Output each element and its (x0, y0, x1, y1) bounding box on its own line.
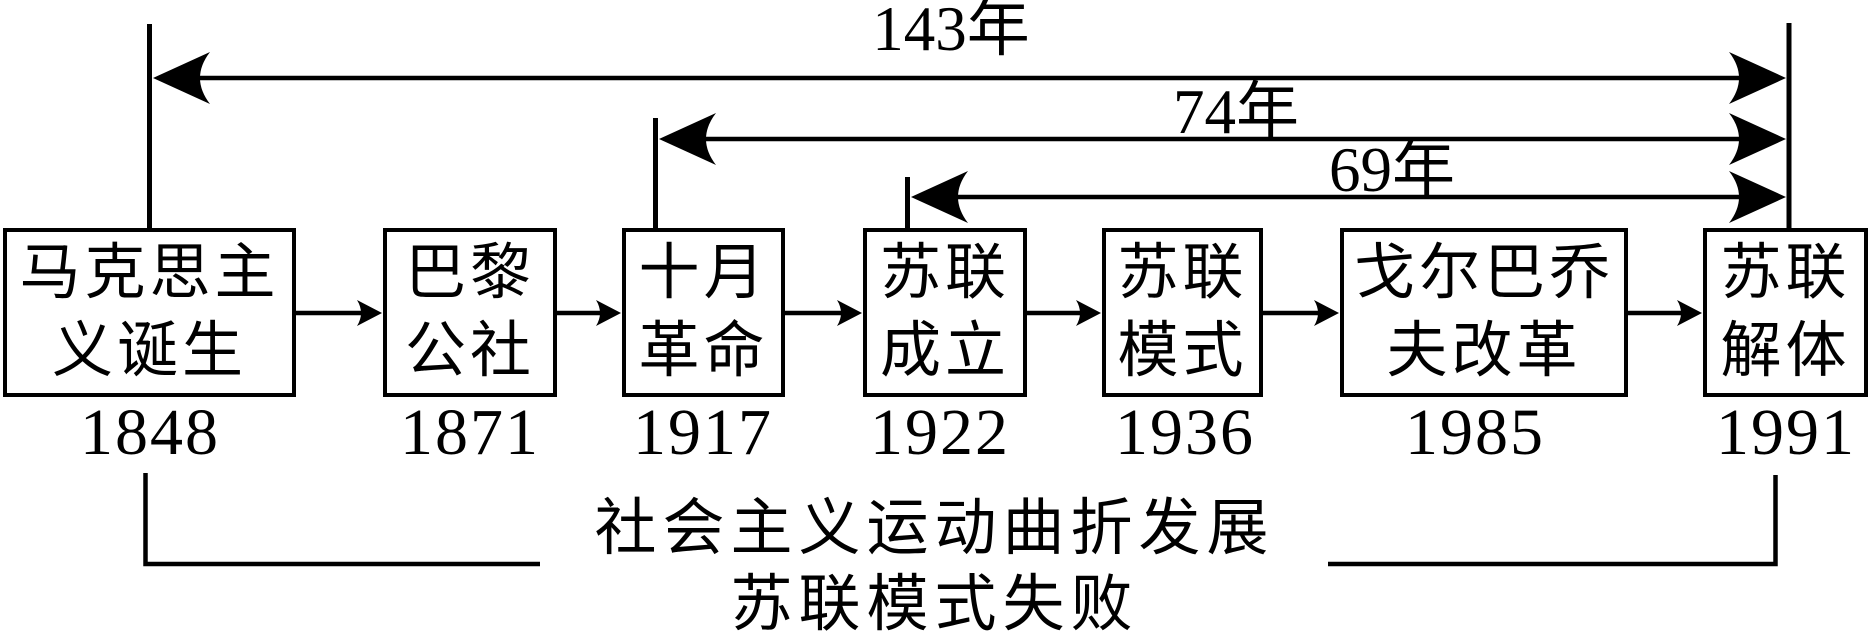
event-text-line: 夫改革 (1386, 317, 1582, 385)
event-box-paris-commune: 巴黎 公社 (383, 228, 557, 397)
caption-soviet-model-failure: 苏联模式失败 (730, 571, 1139, 638)
span-arrow-69-years (911, 171, 1786, 223)
event-text-line: 模式 (1117, 317, 1248, 385)
year-label-1991: 1991 (1716, 396, 1856, 469)
event-text-line: 义诞生 (51, 317, 247, 385)
year-label-1917: 1917 (633, 396, 773, 469)
event-text-line: 苏联 (879, 239, 1010, 307)
year-label-1922: 1922 (870, 396, 1010, 469)
event-box-ussr-founded: 苏联 成立 (863, 228, 1027, 397)
year-label-1848: 1848 (80, 396, 220, 469)
event-box-soviet-model: 苏联 模式 (1102, 228, 1263, 397)
span-label-143-years: 143年 (872, 0, 1030, 64)
event-box-marxism-born: 马克思主 义诞生 (3, 228, 296, 397)
span-arrow-74-years (659, 113, 1786, 165)
year-label-1985: 1985 (1405, 396, 1545, 469)
flow-arrow-5 (1263, 300, 1339, 326)
year-label-1936: 1936 (1115, 396, 1255, 469)
flow-arrow-6 (1628, 300, 1702, 326)
span-label-74-years: 74年 (1173, 77, 1299, 147)
bracket-left (143, 473, 540, 567)
span-arrow-143-years (153, 52, 1786, 104)
flow-arrow-2 (557, 300, 621, 326)
event-text-line: 革命 (638, 317, 769, 385)
event-text-line: 苏联 (1720, 239, 1851, 307)
bracket-right (1328, 475, 1778, 567)
flow-arrow-3 (785, 300, 862, 326)
event-text-line: 苏联 (1117, 239, 1248, 307)
event-text-line: 十月 (638, 239, 769, 307)
event-box-october-revolution: 十月 革命 (622, 228, 785, 397)
event-text-line: 成立 (879, 317, 1010, 385)
caption-socialist-movement: 社会主义运动曲折发展 (594, 495, 1275, 563)
event-text-line: 戈尔巴乔 (1353, 239, 1614, 307)
year-label-1871: 1871 (400, 396, 540, 469)
flow-arrow-4 (1027, 300, 1101, 326)
event-text-line: 解体 (1720, 317, 1851, 385)
flow-arrow-1 (296, 300, 382, 326)
event-text-line: 巴黎 (404, 239, 535, 307)
event-text-line: 马克思主 (19, 239, 280, 307)
event-text-line: 公社 (404, 317, 535, 385)
span-label-69-years: 69年 (1329, 135, 1455, 205)
event-box-ussr-dissolved: 苏联 解体 (1703, 228, 1868, 397)
event-box-gorbachev-reform: 戈尔巴乔 夫改革 (1340, 228, 1628, 397)
